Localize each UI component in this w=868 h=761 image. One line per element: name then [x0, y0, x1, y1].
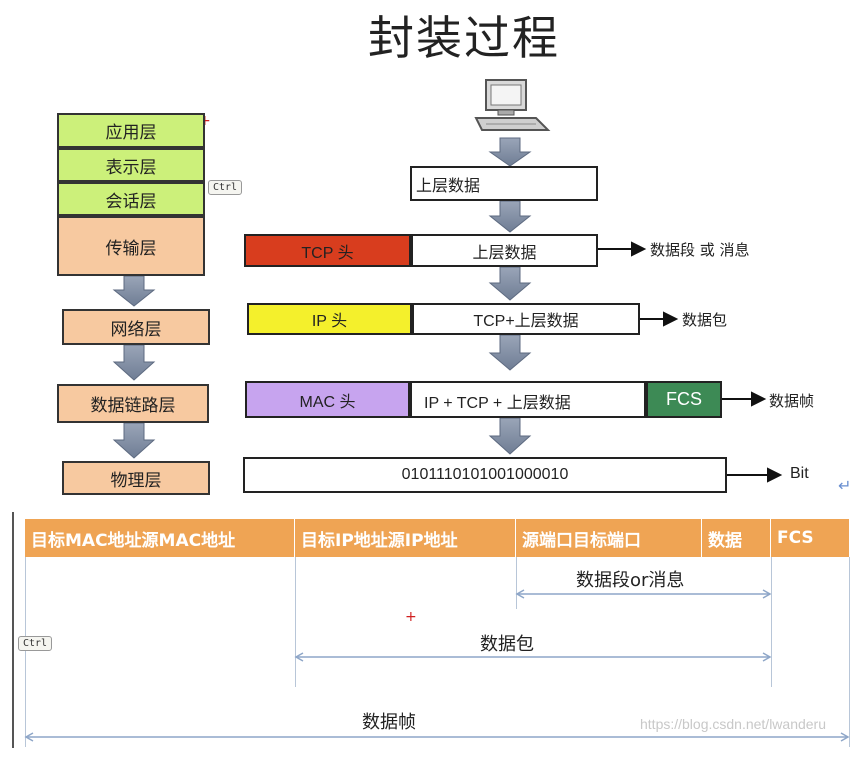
ip-header-box: IP 头	[247, 303, 412, 335]
layer-application: 应用层	[57, 113, 205, 148]
box-label: TCP 头	[301, 244, 354, 262]
frame-header-data: 数据	[702, 519, 771, 557]
packet-output-label: 数据包	[682, 311, 728, 329]
layer-label: 物理层	[110, 470, 162, 491]
watermark: https://blog.csdn.net/lwanderu	[640, 716, 827, 732]
frame-header-ip: 目标IP地址源IP地址	[295, 519, 516, 557]
down-arrow	[488, 417, 532, 455]
bitstream-box: 0101110101001000010	[243, 457, 727, 493]
box-label: MAC 头	[299, 393, 356, 411]
box-label: 0101110101001000010	[401, 466, 569, 483]
layer-datalink: 数据链路层	[57, 384, 209, 423]
svg-text:+: +	[405, 609, 417, 625]
frame-header-mac: 目标MAC地址源MAC地址	[25, 519, 295, 557]
fcs-box: FCS	[646, 381, 722, 418]
packet-span-label: 数据包	[480, 634, 534, 655]
panel-left-border	[12, 512, 14, 748]
segment-output-label: 数据段 或 消息	[650, 241, 750, 259]
ctrl-badge: Ctrl	[208, 180, 243, 195]
guide-line	[295, 557, 296, 687]
page-title: 封装过程	[368, 11, 560, 65]
down-arrow	[112, 344, 156, 381]
guide-line	[25, 557, 26, 747]
layer-label: 网络层	[110, 319, 162, 340]
layer-label: 数据链路层	[90, 396, 176, 416]
upper-data-box-2: 上层数据	[411, 234, 598, 267]
layer-session: 会话层	[57, 182, 205, 216]
frame-span-label: 数据帧	[362, 712, 416, 733]
box-label: IP + TCP + 上层数据	[424, 395, 571, 412]
guide-line	[771, 557, 772, 687]
box-label: IP 头	[311, 313, 348, 330]
layer-label: 传输层	[105, 238, 157, 259]
down-arrow	[112, 275, 156, 307]
frame-output-label: 数据帧	[769, 392, 815, 410]
box-label: FCS	[666, 389, 702, 409]
layer-label: 表示层	[105, 157, 157, 178]
bit-output-label: Bit	[790, 465, 809, 482]
guide-line	[849, 557, 850, 747]
ctrl-badge-2: Ctrl	[18, 636, 53, 651]
tcp-header-box: TCP 头	[244, 234, 411, 267]
frame-header-ports: 源端口目标端口	[516, 519, 702, 557]
layer-transport: 传输层	[57, 216, 205, 276]
guide-line	[516, 557, 517, 609]
computer-icon	[474, 79, 551, 131]
box-label: 上层数据	[416, 177, 481, 195]
box-label: TCP+上层数据	[473, 313, 579, 330]
down-arrow	[112, 422, 156, 459]
tcp-upper-data-box: TCP+上层数据	[412, 303, 640, 335]
ip-tcp-upper-data-box: IP + TCP + 上层数据	[410, 381, 646, 418]
layer-physical: 物理层	[62, 461, 210, 495]
mac-header-box: MAC 头	[245, 381, 410, 418]
layer-network: 网络层	[62, 309, 210, 345]
flow-arrows: +	[112, 113, 783, 483]
layer-label: 应用层	[105, 123, 157, 143]
return-icon: ↵	[838, 476, 852, 495]
down-arrow	[488, 200, 532, 233]
segment-span-label: 数据段or消息	[576, 570, 685, 591]
layer-label: 会话层	[105, 191, 157, 212]
down-arrow	[488, 137, 532, 167]
layer-presentation: 表示层	[57, 148, 205, 182]
frame-header-fcs: FCS	[771, 519, 850, 557]
down-arrow	[488, 266, 532, 301]
box-label: 上层数据	[472, 244, 537, 262]
upper-data-box: 上层数据	[410, 166, 598, 201]
down-arrow	[488, 334, 532, 371]
